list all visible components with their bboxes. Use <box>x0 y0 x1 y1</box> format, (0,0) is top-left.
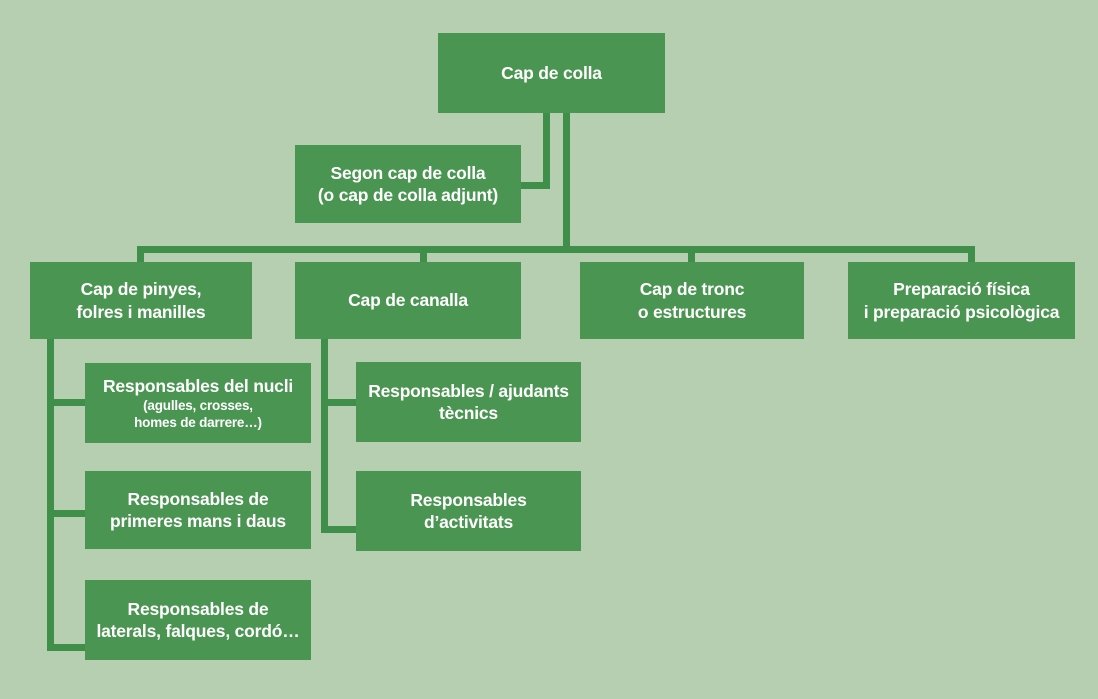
connector-drop-tronc <box>688 246 695 266</box>
node-label: o estructures <box>637 301 747 322</box>
node-label: Cap de tronc <box>639 279 745 300</box>
connector-drop-canalla <box>420 246 427 266</box>
node-label: Responsables de <box>127 488 269 509</box>
node-responsables-primeres-mans: Responsables de primeres mans i daus <box>85 471 311 549</box>
node-note: homes de darrere…) <box>134 415 262 431</box>
node-label: (o cap de colla adjunt) <box>317 185 499 205</box>
connector-drop-pinyes <box>137 246 144 266</box>
node-label: Cap de colla <box>501 62 602 83</box>
node-responsables-nucli: Responsables del nucli (agulles, crosses… <box>85 363 311 443</box>
node-label: d’activitats <box>423 512 514 532</box>
node-label: i preparació psicològica <box>863 301 1060 322</box>
node-label: Preparació física <box>893 279 1030 300</box>
node-label: Responsables / ajudants <box>368 380 569 401</box>
node-responsables-activitats: Responsables d’activitats <box>356 471 581 551</box>
node-cap-de-canalla: Cap de canalla <box>295 262 521 339</box>
connector-stub-primeres <box>47 510 89 517</box>
node-label: laterals, falques, cordó… <box>96 621 300 641</box>
node-label: Responsables <box>410 489 527 510</box>
node-label: Responsables de <box>127 598 269 619</box>
connector-spine-pinyes <box>47 336 54 651</box>
node-segon-cap-de-colla: Segon cap de colla (o cap de colla adjun… <box>295 145 521 223</box>
connector-stub-laterals <box>47 644 89 651</box>
connector-segon-elbow <box>520 182 550 189</box>
connector-spine-canalla <box>321 336 328 533</box>
node-label: Responsables del nucli <box>102 375 294 396</box>
node-responsables-ajudants-tecnics: Responsables / ajudants tècnics <box>356 362 581 442</box>
connector-stub-activitats <box>321 526 360 533</box>
node-label: folres i manilles <box>76 301 206 322</box>
node-label: Cap de canalla <box>348 290 468 311</box>
node-responsables-laterals: Responsables de laterals, falques, cordó… <box>85 580 311 660</box>
connector-distribution-bar <box>137 246 975 253</box>
connector-stub-ajudants <box>321 399 360 406</box>
node-label: Segon cap de colla <box>330 162 486 183</box>
node-note: (agulles, crosses, <box>143 398 253 413</box>
node-cap-de-colla: Cap de colla <box>438 33 665 113</box>
node-cap-de-tronc: Cap de tronc o estructures <box>580 262 804 339</box>
node-cap-de-pinyes: Cap de pinyes, folres i manilles <box>30 262 252 339</box>
connector-stub-nucli <box>47 399 89 406</box>
node-label: primeres mans i daus <box>110 511 286 531</box>
connector-trunk-vertical <box>563 113 570 253</box>
node-preparacio-fisica: Preparació física i preparació psicològi… <box>848 262 1075 339</box>
node-label: Cap de pinyes, <box>80 279 202 300</box>
connector-drop-preparacio <box>968 246 975 266</box>
connector-segon-vertical <box>543 113 550 189</box>
node-label: tècnics <box>439 403 498 423</box>
